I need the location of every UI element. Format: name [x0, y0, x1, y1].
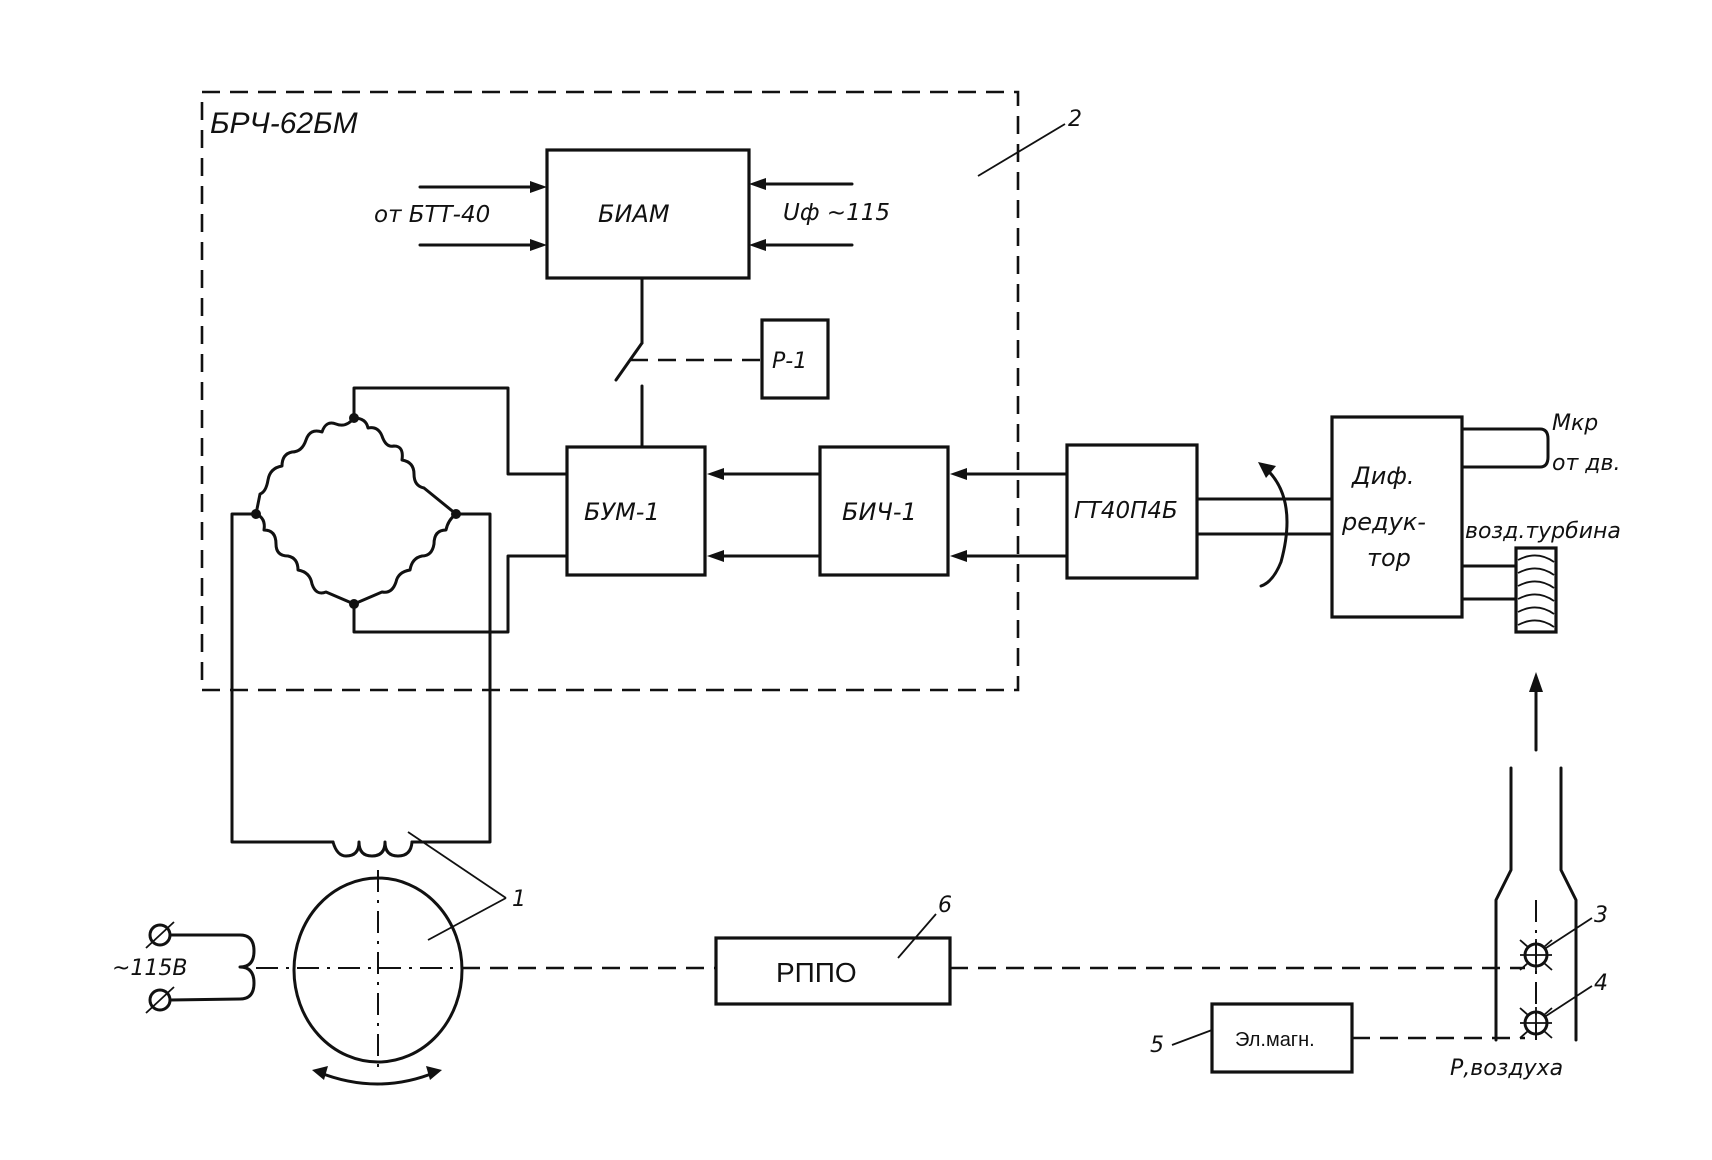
relay-switch-contact — [614, 341, 644, 382]
callout-5: 5 — [1150, 1033, 1164, 1058]
arrowhead — [950, 468, 967, 480]
bridge-right-to-coil-wire — [410, 512, 492, 844]
rppo-block — [714, 936, 952, 1006]
diff-reducer-label-3: тор — [1367, 544, 1411, 572]
bridge-left-to-coil-wire — [230, 512, 335, 844]
bridge-bottom-to-bum-wire — [352, 554, 569, 634]
air-duct-right — [1559, 766, 1578, 1042]
rotor-rotation-arrow — [316, 1070, 438, 1086]
r1-relay-block — [760, 318, 830, 400]
air-pressure-label: Р,воздуха — [1450, 1056, 1563, 1081]
arrowhead — [749, 239, 766, 251]
air-turbine — [1514, 546, 1558, 634]
mkr-label: Мкр — [1552, 411, 1598, 436]
arrowhead — [707, 550, 724, 562]
inductive-bridge — [251, 413, 461, 609]
bum1-label: БУМ-1 — [584, 498, 660, 526]
callout-2-leader — [977, 123, 1066, 177]
valve-4 — [1519, 1007, 1553, 1039]
uf-115-label: Uф ~115 — [783, 200, 890, 226]
valve-3 — [1519, 939, 1553, 971]
diff-reducer-label-1: Диф. — [1351, 462, 1415, 490]
callout-6-leader — [897, 913, 937, 959]
diff-reducer-label-2: редук- — [1341, 508, 1426, 536]
rotation-arrow — [1259, 464, 1289, 588]
enclosure-title: БРЧ-62БМ — [210, 107, 358, 140]
r1-label: Р-1 — [772, 349, 807, 374]
gt40p4b-tachogenerator-block — [1065, 443, 1199, 580]
callout-4-leader — [1545, 985, 1593, 1017]
from-engine-label: от дв. — [1552, 451, 1620, 476]
differential-reducer-block — [1330, 415, 1464, 619]
callout-2: 2 — [1068, 107, 1082, 132]
rppo-label: РППО — [776, 957, 857, 988]
brch-62bm-enclosure — [200, 90, 1020, 692]
callout-6: 6 — [938, 893, 952, 918]
rotor-arrowhead-left — [312, 1066, 328, 1080]
callout-3: 3 — [1594, 903, 1608, 928]
bum1-block — [565, 445, 707, 577]
callout-1-leader-b — [427, 897, 507, 941]
electromagnet-label: Эл.магн. — [1235, 1029, 1315, 1051]
arrowhead — [530, 181, 547, 193]
arrowhead — [530, 239, 547, 251]
biam-label: БИАМ — [598, 200, 670, 228]
bridge-top-to-bum-wire — [352, 386, 569, 476]
selsyn-coil — [331, 840, 414, 858]
callout-1-leader-a — [407, 831, 507, 899]
electromagnet-block — [1210, 1002, 1354, 1074]
arrowhead — [707, 468, 724, 480]
arrowhead — [749, 178, 766, 190]
callout-1: 1 — [512, 887, 526, 912]
callout-4: 4 — [1594, 971, 1608, 996]
callout-3-leader — [1545, 917, 1593, 949]
air-duct-left — [1494, 766, 1513, 1042]
bich1-label: БИЧ-1 — [842, 498, 917, 526]
bich1-block — [818, 445, 950, 577]
air-turbine-label: возд.турбина — [1465, 519, 1621, 544]
rotation-arrowhead — [1258, 462, 1276, 478]
callout-5-leader — [1171, 1029, 1213, 1046]
selsyn-rotor — [292, 870, 464, 1075]
power-supply-115v — [145, 921, 256, 1014]
rotor-arrowhead-right — [426, 1066, 442, 1080]
from-btt40-label: от БТТ-40 — [374, 202, 490, 228]
115v-label: ~115В — [112, 956, 188, 981]
biam-block — [545, 148, 751, 280]
arrowhead — [950, 550, 967, 562]
air-flow-arrowhead — [1529, 672, 1543, 692]
gt40p4b-label: ГТ40П4Б — [1074, 498, 1178, 524]
engine-torque-input — [1460, 427, 1550, 469]
